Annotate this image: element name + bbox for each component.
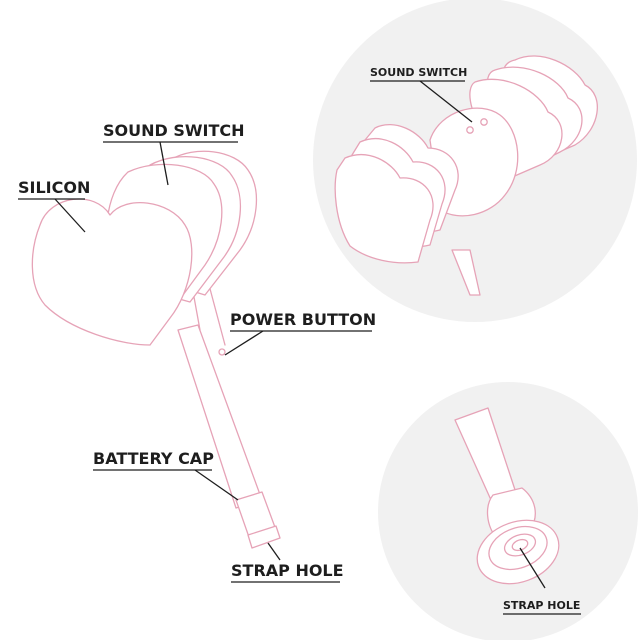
- silicon-leader: [54, 198, 86, 233]
- sound-switch-text: SOUND SWITCH: [103, 121, 245, 140]
- label-strap-hole: STRAP HOLE: [231, 542, 344, 583]
- power-button-leader: [224, 330, 264, 356]
- zoomed-handle-end: [454, 407, 560, 585]
- strap-hole-text: STRAP HOLE: [231, 561, 344, 580]
- main-lightstick: [31, 150, 281, 549]
- strap-hole-end: [247, 525, 281, 549]
- strap-hole-zoom-leader: [519, 547, 546, 589]
- label-sound-switch: SOUND SWITCH: [103, 121, 245, 186]
- sound-switch-zoom-text: SOUND SWITCH: [370, 66, 467, 79]
- zoom-circle-strap-hole: STRAP HOLE: [378, 382, 638, 640]
- label-silicon: SILICON: [18, 178, 90, 233]
- sound-switch-hole-1: [466, 126, 474, 134]
- silicon-heart-front: [31, 198, 193, 346]
- label-sound-switch-zoom: SOUND SWITCH: [370, 66, 473, 123]
- power-button-text: POWER BUTTON: [230, 310, 376, 329]
- sound-switch-zoom-leader: [419, 80, 473, 123]
- strap-hole-leader: [267, 542, 281, 561]
- sound-switch-leader: [159, 141, 169, 186]
- silicon-text: SILICON: [18, 178, 90, 197]
- zoomed-heart-front-1: [334, 153, 434, 264]
- zoom-circle-sound-switch: SOUND SWITCH: [313, 0, 637, 322]
- zoomed-lightstick-head: [334, 55, 598, 296]
- label-battery-cap: BATTERY CAP: [93, 449, 239, 501]
- label-power-button: POWER BUTTON: [224, 310, 376, 356]
- battery-cap-text: BATTERY CAP: [93, 449, 214, 468]
- power-button: [218, 348, 226, 356]
- battery-cap-leader: [194, 469, 239, 501]
- label-strap-hole-zoom: STRAP HOLE: [503, 547, 581, 615]
- zoomed-handle: [451, 249, 481, 296]
- sound-switch-hole-2: [480, 118, 488, 126]
- handle: [177, 324, 263, 509]
- strap-hole-zoom-text: STRAP HOLE: [503, 599, 580, 612]
